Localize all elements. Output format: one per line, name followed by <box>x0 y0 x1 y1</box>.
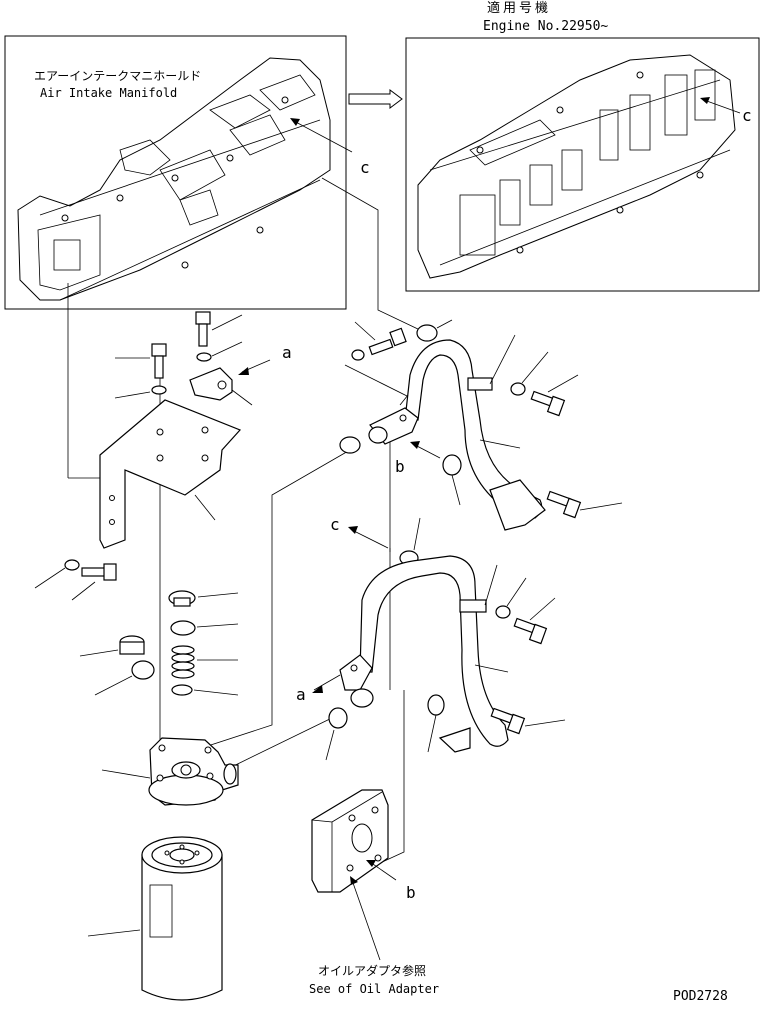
gasket-lower-left <box>325 707 348 761</box>
washer-lower <box>495 577 527 619</box>
filter-cartridge <box>87 836 223 1001</box>
bolt-top-2 <box>115 343 167 379</box>
clip-a-upper: a <box>189 343 292 406</box>
applicable-engine-label: Engine No.22950~ <box>483 19 608 34</box>
nut-lower <box>399 517 421 566</box>
mounting-bracket <box>99 399 242 549</box>
callout-a-upper: a <box>282 343 292 362</box>
callout-b-upper: b <box>395 457 405 476</box>
oil-adapter-en-label: See of Oil Adapter <box>309 982 439 996</box>
o-ring <box>170 620 239 636</box>
gasket-side <box>94 660 155 696</box>
bolt-pipe-end-lower <box>490 707 566 735</box>
callout-a-lower: a <box>296 685 306 704</box>
manifold-en-label: Air Intake Manifold <box>40 86 177 100</box>
manifold-jp-label: エアーインテークマニホールド <box>34 69 201 83</box>
oil-adapter-jp-label: オイルアダプタ参照 <box>318 963 426 978</box>
washer-top-1 <box>196 341 243 362</box>
flange-upper <box>368 394 419 445</box>
gasket-upper-left <box>339 436 361 454</box>
applicable-jp-label: 適用号機 <box>487 0 551 16</box>
flange-lower <box>339 654 374 708</box>
bolt-clamp-lower <box>513 597 556 645</box>
manifold-inset-left: エアーインテークマニホールド Air Intake Manifold c <box>4 35 370 310</box>
pipe-upper <box>404 334 546 531</box>
drawing-code: POD2728 <box>673 989 728 1004</box>
plug <box>168 590 239 607</box>
bolt-pipe-end-upper <box>546 490 623 519</box>
washer-top-2 <box>114 385 167 399</box>
plug-side <box>79 635 145 657</box>
washer-upper <box>510 351 549 396</box>
pipe-lower <box>359 555 509 753</box>
spring <box>171 645 238 679</box>
valve <box>171 684 239 696</box>
callout-c-mid-group: c <box>330 515 391 552</box>
callout-b-upper-group: b <box>395 441 441 476</box>
filter-head <box>101 737 239 806</box>
bolt-bracket <box>34 559 117 601</box>
change-arrow <box>348 89 403 109</box>
manifold-inset-right: c <box>405 37 760 292</box>
gasket-lower-right <box>427 694 445 753</box>
nut-upper <box>416 319 453 342</box>
callout-c-top-left: c <box>360 158 370 177</box>
bolt-top-1 <box>195 311 243 347</box>
bolt-clamp-upper <box>530 374 579 417</box>
manifold-drawing-left <box>17 57 331 301</box>
callout-c-mid: c <box>330 515 340 534</box>
manifold-drawing-right <box>417 54 736 279</box>
oil-adapter: b <box>311 789 416 961</box>
callout-a-lower-group: a <box>296 674 341 704</box>
bolt-pipe-upper <box>351 321 407 361</box>
callout-c-top-right: c <box>742 106 752 125</box>
callout-b-lower: b <box>406 883 416 902</box>
gasket-upper-right <box>442 454 462 506</box>
